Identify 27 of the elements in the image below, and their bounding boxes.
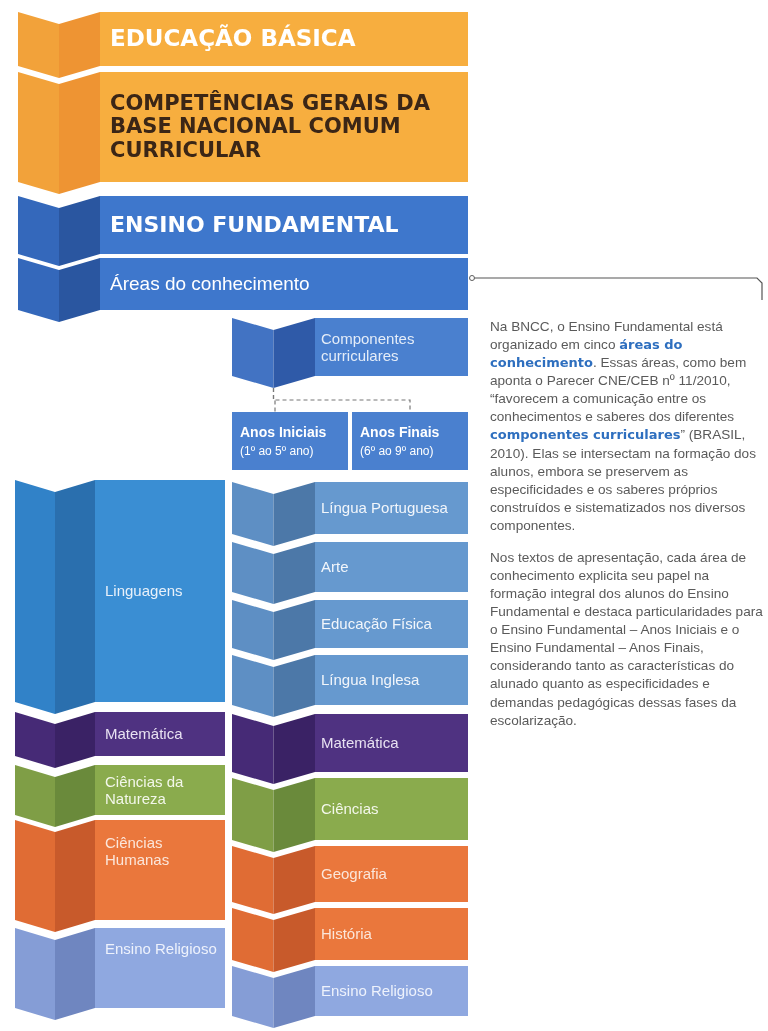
period-years: (1º ao 5º ano) xyxy=(240,443,315,459)
band-label: Geografia xyxy=(321,865,388,883)
band-label: Componentes curriculares xyxy=(321,329,416,365)
band-label: História xyxy=(321,925,373,943)
period-title: Anos Iniciais xyxy=(240,423,328,441)
band-heading: EDUCAÇÃO BÁSICA xyxy=(110,25,357,53)
band-heading: COMPETÊNCIAS GERAIS DA BASE NACIONAL COMUM CURRICULAR xyxy=(110,91,431,163)
period-years: (6º ao 9º ano) xyxy=(360,443,435,459)
band-label: Arte xyxy=(321,558,350,576)
band-label: Áreas do conhecimento xyxy=(110,272,311,296)
paragraph: Nos textos de apresentação, cada área de conhecimento explicita seu papel na formação integral dos alunos do Ensino Fundamental e destaca particularidades para o Ensino Fundamental – Anos Iniciais e o Ensino Fundamental – Anos Finais, considerando tanto as características do alunado quanto as especificidades e demandas pedagógicas dessas fases da escolarização. xyxy=(490,548,764,730)
leader-line xyxy=(469,275,763,301)
band-label: Matemática xyxy=(105,725,184,743)
period-title: Anos Finais xyxy=(360,423,441,441)
band-heading: ENSINO FUNDAMENTAL xyxy=(110,211,400,239)
paragraph: Na BNCC, o Ensino Fundamental está organizado em cinco áreas do conhecimento. Essas áreas, como bem aponta o Parecer CNE/CEB nº 11/2010, “favorecem a comunicação entre os conhecimentos e saberes dos diferentes componentes curriculares” (BRASIL, 2010). Elas se intersectam na formação dos alunos, embora se preservem as especificidades e os saberes próprios construídos e sistematizados nos diversos componentes. xyxy=(490,318,757,535)
band-label: Ensino Religioso xyxy=(105,940,218,958)
band-label: Ensino Religioso xyxy=(321,982,434,1000)
dashed-connector xyxy=(272,387,411,413)
band-label: Língua Inglesa xyxy=(321,671,421,689)
band-label: Ciências da Natureza xyxy=(105,772,185,808)
band-label: Língua Portuguesa xyxy=(321,499,449,517)
band-label: Ciências xyxy=(321,800,380,818)
band-label: Educação Física xyxy=(321,615,433,633)
band-label: Matemática xyxy=(321,734,400,752)
band-label: Linguagens xyxy=(105,582,184,600)
band-label: Ciências Humanas xyxy=(105,834,171,869)
